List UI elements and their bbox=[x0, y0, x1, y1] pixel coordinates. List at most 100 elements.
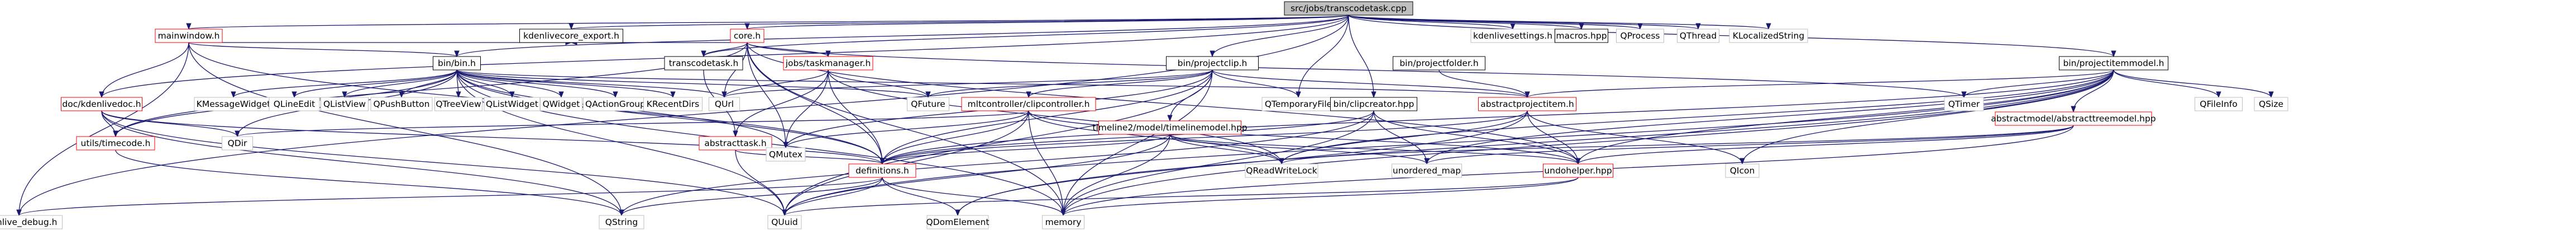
node-core-h[interactable]: core.h bbox=[730, 29, 764, 43]
node-qtemporaryfile: QTemporaryFile bbox=[1261, 97, 1335, 111]
node-label: QProcess bbox=[1621, 31, 1660, 41]
node-label: bin/clipcreator.hpp bbox=[1334, 99, 1414, 109]
node-label: QString bbox=[605, 217, 638, 227]
edge-root-to-kdenlivecore bbox=[569, 15, 1349, 30]
edge-clipcreator-to-qstring bbox=[619, 110, 1374, 217]
node-kmessagewidget: KMessageWidget bbox=[194, 97, 273, 111]
node-label: kdenlivecore_export.h bbox=[523, 31, 619, 41]
node-label: undohelper.hpp bbox=[1544, 166, 1612, 176]
node-label: QIcon bbox=[1730, 166, 1755, 176]
node-label: QFuture bbox=[911, 99, 945, 109]
node-label: QMutex bbox=[769, 149, 802, 159]
edge-abstractprojectitem-to-undohelper bbox=[1527, 110, 1581, 165]
node-jobs-taskmanager-h[interactable]: jobs/taskmanager.h bbox=[783, 56, 873, 71]
edge-mltcontroller-to-memory bbox=[1028, 110, 1066, 217]
node-kdenlivesettings-h: kdenlivesettings.h bbox=[1470, 29, 1555, 43]
edge-projectitemmodel-to-abstracttreemodel bbox=[2071, 69, 2114, 113]
node-label: macros.hpp bbox=[1556, 31, 1607, 41]
node-label: QListView bbox=[323, 99, 366, 109]
edge-timelinemodel-to-unorderedmap bbox=[1169, 134, 1430, 165]
node-mainwindow-h[interactable]: mainwindow.h bbox=[155, 29, 223, 43]
edge-projectclip-to-mltcontroller bbox=[1026, 69, 1213, 98]
node-abstractmodel-abstracttreemodel-hpp[interactable]: abstractmodel/abstracttreemodel.hpp bbox=[1991, 111, 2156, 126]
edge-mainwindow-to-bin bbox=[188, 42, 460, 58]
edge-projectclip-to-qtemporaryfile bbox=[1212, 69, 1301, 98]
edge-timecode-to-qstring bbox=[115, 149, 624, 217]
node-box bbox=[321, 97, 369, 111]
node-macros-hpp[interactable]: macros.hpp bbox=[1555, 29, 1608, 43]
node-label: QUuid bbox=[771, 217, 798, 227]
edge-definitions-to-qstring bbox=[619, 177, 883, 217]
node-label: QLineEdit bbox=[274, 99, 316, 109]
node-qurl: QUrl bbox=[709, 97, 740, 111]
node-label: abstracttask.h bbox=[704, 138, 766, 148]
node-box bbox=[155, 29, 223, 43]
node-label: QTemporaryFile bbox=[1265, 99, 1332, 109]
edge-projectclip-to-quuid bbox=[782, 69, 1213, 217]
node-label: bin/projectitemmodel.h bbox=[2063, 58, 2164, 68]
node-box bbox=[484, 97, 541, 111]
node-label: src/jobs/transcodetask.cpp bbox=[1291, 3, 1407, 13]
edge-docdeprecated-to-qstring bbox=[101, 110, 624, 217]
edge-core-to-transcodetaskh bbox=[701, 42, 748, 58]
node-label: QWidget bbox=[543, 99, 580, 109]
node-box bbox=[766, 147, 806, 162]
node-qstring: QString bbox=[599, 215, 644, 229]
edge-bin-to-definitions bbox=[456, 69, 885, 165]
node-label: abstractprojectitem.h bbox=[1480, 99, 1574, 109]
edge-timelinemodel-to-undohelper bbox=[1169, 134, 1581, 165]
edge-definitions-to-quuid bbox=[782, 177, 883, 217]
node-abstracttask-h[interactable]: abstracttask.h bbox=[699, 136, 772, 151]
node-box bbox=[643, 97, 702, 111]
node-label: kdenlive_debug.h bbox=[0, 217, 57, 228]
node-kdenlivecore-export-h[interactable]: kdenlivecore_export.h bbox=[519, 29, 623, 43]
node-label: utils/timecode.h bbox=[81, 138, 151, 148]
node-label: kdenlivesettings.h bbox=[1473, 31, 1552, 41]
node-label: QDir bbox=[228, 138, 247, 148]
edge-projectfolder-to-abstractprojectitem bbox=[1438, 69, 1530, 98]
node-qlineedit: QLineEdit bbox=[269, 97, 320, 111]
node-qfuture: QFuture bbox=[907, 97, 949, 111]
node-src-jobs-transcodetask-cpp[interactable]: src/jobs/transcodetask.cpp bbox=[1284, 1, 1413, 16]
edge-abstractprojectitem-to-definitions bbox=[880, 110, 1528, 165]
edge-definitions-to-kdenlivedebug bbox=[16, 177, 883, 217]
node-definitions-h[interactable]: definitions.h bbox=[848, 163, 916, 178]
node-abstractprojectitem-h[interactable]: abstractprojectitem.h bbox=[1478, 97, 1576, 111]
edge-clipcreator-to-undohelper bbox=[1373, 110, 1581, 165]
node-label: timeline2/model/timelinemodel.hpp bbox=[1092, 123, 1247, 133]
edge-definitions-to-memory bbox=[882, 177, 1066, 217]
node-qlistwidget: QListWidget bbox=[484, 97, 541, 111]
edge-mltcontroller-to-definitions bbox=[880, 110, 1029, 165]
node-label: KLocalizedString bbox=[1733, 31, 1804, 41]
node-box bbox=[1393, 56, 1485, 71]
node-qicon: QIcon bbox=[1725, 163, 1760, 178]
node-undohelper-hpp[interactable]: undohelper.hpp bbox=[1543, 163, 1613, 178]
node-utils-timecode-h[interactable]: utils/timecode.h bbox=[76, 136, 155, 151]
node-mltcontroller-clipcontroller-h[interactable]: mltcontroller/clipcontroller.h bbox=[961, 97, 1096, 111]
node-doc-kdenlivedoc-h[interactable]: doc/kdenlivedoc.h bbox=[61, 97, 142, 111]
edge-bin-to-qfuture bbox=[456, 69, 931, 98]
node-bin-projectitemmodel-h[interactable]: bin/projectitemmodel.h bbox=[2059, 56, 2168, 71]
dependency-nodes: src/jobs/transcodetask.cpp mainwindow.h co… bbox=[0, 1, 2288, 229]
node-box bbox=[907, 97, 949, 111]
node-bin-bin-h[interactable]: bin/bin.h bbox=[433, 56, 481, 71]
edge-projectitemmodel-to-qreadwritelock bbox=[1279, 69, 2114, 165]
node-qwidget: QWidget bbox=[540, 97, 582, 111]
node-box bbox=[709, 97, 740, 111]
edge-mltcontroller-to-undohelper bbox=[1028, 110, 1581, 165]
node-box bbox=[2059, 56, 2168, 71]
edge-mainwindow-to-qstring bbox=[188, 42, 624, 217]
edge-projectclip-to-definitions bbox=[880, 69, 1213, 165]
node-label: jobs/taskmanager.h bbox=[785, 58, 871, 68]
node-timeline2-model-timelinemodel-hpp[interactable]: timeline2/model/timelinemodel.hpp bbox=[1092, 120, 1248, 135]
node-bin-projectclip-h[interactable]: bin/projectclip.h bbox=[1166, 56, 1259, 71]
node-bin-projectfolder-h[interactable]: bin/projectfolder.h bbox=[1393, 56, 1485, 71]
node-bin-clipcreator-hpp[interactable]: bin/clipcreator.hpp bbox=[1330, 97, 1417, 111]
node-box bbox=[1284, 1, 1413, 16]
node-transcodetask-h[interactable]: transcodetask.h bbox=[664, 56, 743, 71]
node-box bbox=[1245, 163, 1318, 178]
edge-abstracttreemodel-to-undohelper bbox=[1575, 125, 2074, 165]
edge-bin-to-qactiongroup bbox=[456, 69, 618, 98]
node-label: abstractmodel/abstracttreemodel.hpp bbox=[1991, 114, 2156, 124]
node-box bbox=[76, 136, 155, 151]
